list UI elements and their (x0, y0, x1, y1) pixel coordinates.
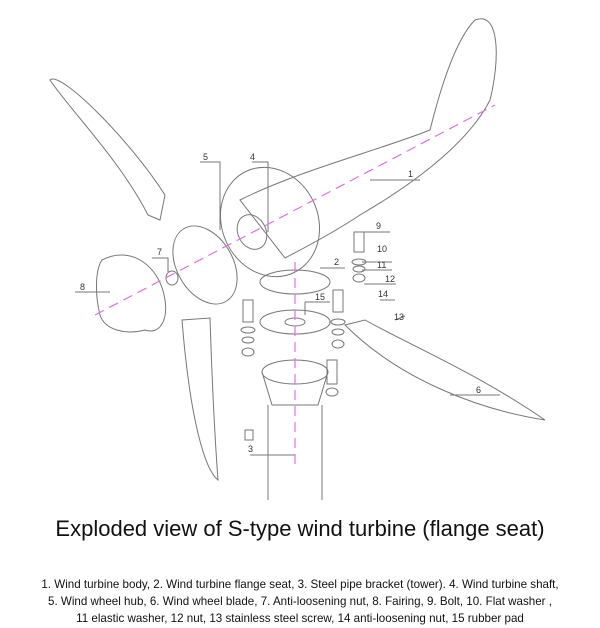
label-2: 2 (334, 257, 339, 267)
bolt-9 (353, 231, 365, 253)
hub (172, 225, 238, 305)
caption-line-3: 11 elastic washer, 12 nut, 13 stainless … (76, 612, 524, 625)
label-11: 11 (377, 260, 386, 270)
body-nose (219, 166, 321, 278)
label-4: 4 (250, 152, 255, 162)
label-3: 3 (248, 444, 253, 454)
tower-pipe (261, 371, 329, 500)
exploded-view-diagram: 1 2 3 4 5 6 7 8 9 10 11 12 13 14 15 (49, 18, 546, 500)
blade-right (344, 319, 546, 421)
label-15: 15 (315, 292, 325, 302)
label-14: 14 (378, 289, 388, 299)
label-13: 13 (394, 312, 404, 322)
fairing (96, 254, 167, 333)
turbine-body (239, 18, 497, 259)
label-12: 12 (385, 274, 395, 284)
rotation-axis (94, 104, 496, 316)
label-10: 10 (377, 244, 387, 254)
shaft-collar (236, 214, 268, 250)
label-6: 6 (476, 385, 481, 395)
blade-upper (49, 78, 166, 221)
label-7: 7 (157, 247, 162, 257)
caption-line-1: 1. Wind turbine body, 2. Wind turbine fl… (41, 578, 559, 591)
parts-caption: 1. Wind turbine body, 2. Wind turbine fl… (0, 576, 600, 627)
label-8: 8 (80, 282, 85, 292)
caption-line-2: 5. Wind wheel hub, 6. Wind wheel blade, … (48, 595, 552, 608)
bolt-left (242, 299, 254, 323)
bolt-right (332, 289, 344, 313)
diagram-title: Exploded view of S-type wind turbine (fl… (55, 516, 545, 541)
label-1: 1 (408, 169, 413, 179)
blade-lower (181, 317, 219, 482)
label-5: 5 (203, 152, 208, 162)
label-9: 9 (376, 221, 381, 231)
